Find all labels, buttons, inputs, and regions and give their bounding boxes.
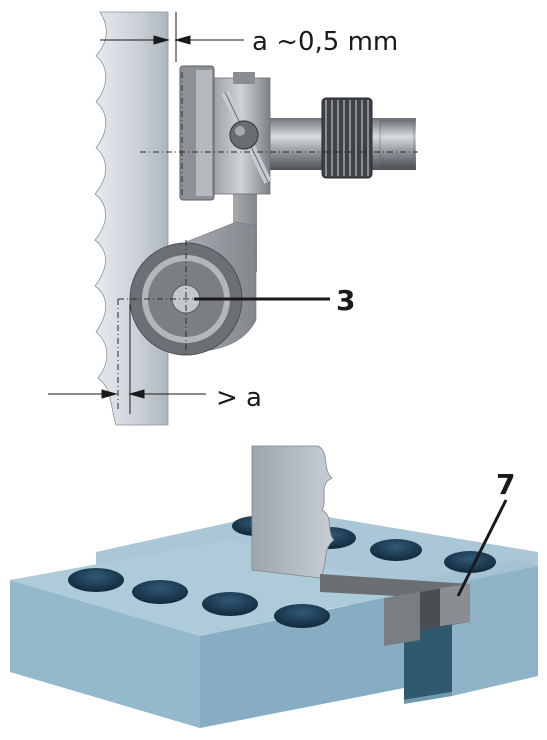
label-top-clearance: a ~0,5 mm [252,27,398,57]
saw-blade [94,11,169,426]
table-insert-front [384,592,420,646]
table-side-right [404,692,452,704]
callout-line-7 [456,499,508,597]
shaft-end [379,119,415,169]
saw-blade-lower [251,445,335,579]
table-insert-face [440,584,470,626]
table-front-left [10,580,200,728]
dimension-top [100,12,244,62]
dimension-bottom [48,304,206,414]
housing-cap [233,72,255,84]
label-bottom-clearance: > a [216,383,262,413]
table-front-right [452,566,538,696]
callout-label-7: 7 [496,468,515,501]
knurled-wheel [321,97,373,179]
guide-jaw-face [196,70,212,196]
upper-guide-figure: a ~0,5 mm > a 3 [48,11,418,426]
table-side-left [200,594,404,728]
clamp-screw [221,90,272,184]
callout-label-3: 3 [336,284,355,317]
table-insert-figure: 7 [10,445,538,728]
